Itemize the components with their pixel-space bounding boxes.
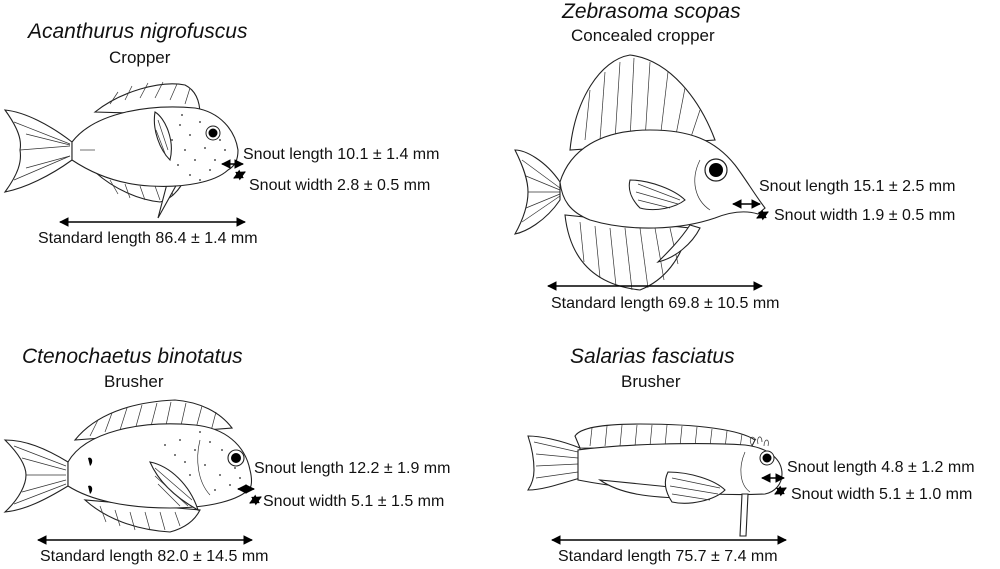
fish-salarias-fasciatus bbox=[526, 423, 787, 545]
feeding-guild: Brusher bbox=[104, 372, 164, 391]
standard-length-label: Standard length 82.0 ± 14.5 mm bbox=[40, 548, 269, 565]
fish-acanthurus-nigrofuscus bbox=[3, 81, 246, 227]
feeding-guild: Brusher bbox=[621, 372, 681, 391]
fish-ctenochaetus-binotatus bbox=[3, 399, 262, 545]
snout-width-label: Snout width 1.9 ± 0.5 mm bbox=[774, 207, 956, 224]
fish-zebrasoma-scopas bbox=[513, 54, 769, 291]
snout-length-label: Snout length 15.1 ± 2.5 mm bbox=[759, 178, 956, 195]
standard-length-label: Standard length 75.7 ± 7.4 mm bbox=[558, 548, 778, 565]
snout-width-label: Snout width 5.1 ± 1.0 mm bbox=[791, 486, 973, 503]
feeding-guild: Concealed cropper bbox=[571, 26, 715, 45]
species-name: Salarias fasciatus bbox=[570, 345, 735, 368]
species-name: Zebrasoma scopas bbox=[562, 0, 741, 23]
species-name: Ctenochaetus binotatus bbox=[22, 345, 243, 368]
snout-length-label: Snout length 10.1 ± 1.4 mm bbox=[243, 146, 440, 163]
standard-length-label: Standard length 86.4 ± 1.4 mm bbox=[38, 230, 258, 247]
feeding-guild: Cropper bbox=[109, 48, 171, 67]
snout-width-label: Snout width 2.8 ± 0.5 mm bbox=[249, 177, 431, 194]
snout-length-label: Snout length 4.8 ± 1.2 mm bbox=[787, 459, 975, 476]
snout-length-label: Snout length 12.2 ± 1.9 mm bbox=[254, 460, 451, 477]
snout-width-label: Snout width 5.1 ± 1.5 mm bbox=[263, 493, 445, 510]
species-name: Acanthurus nigrofuscus bbox=[28, 20, 248, 43]
standard-length-label: Standard length 69.8 ± 10.5 mm bbox=[551, 295, 780, 312]
